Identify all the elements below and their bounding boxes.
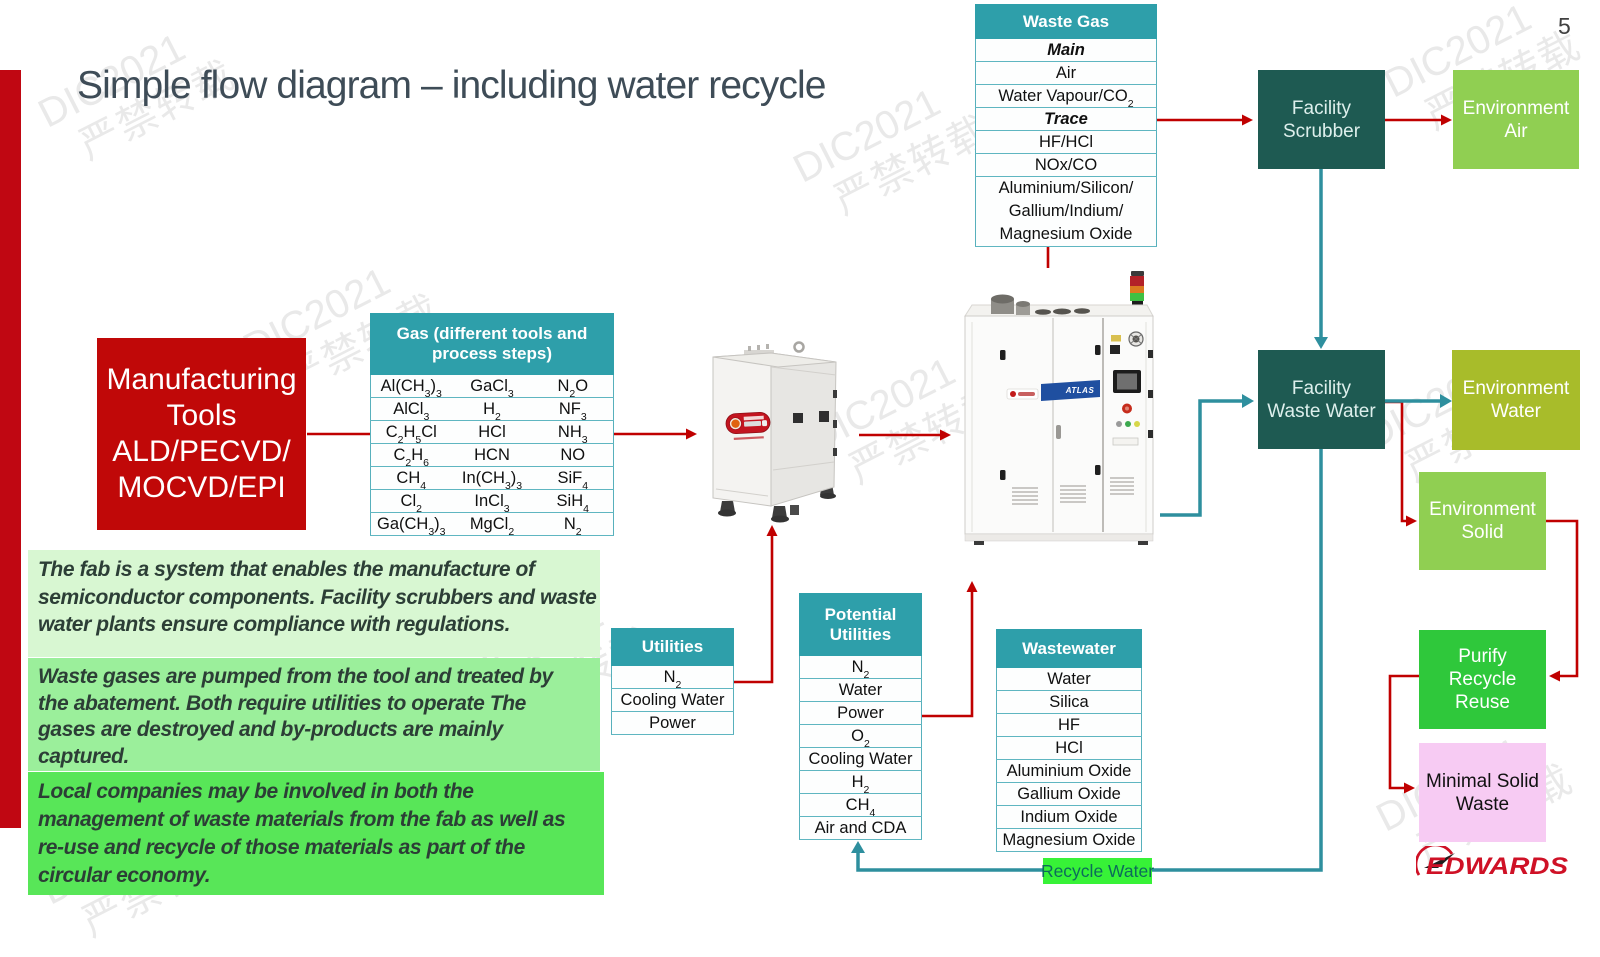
svg-text:EDWARDS: EDWARDS xyxy=(1426,853,1568,880)
svg-text:ATLAS: ATLAS xyxy=(1065,386,1095,395)
